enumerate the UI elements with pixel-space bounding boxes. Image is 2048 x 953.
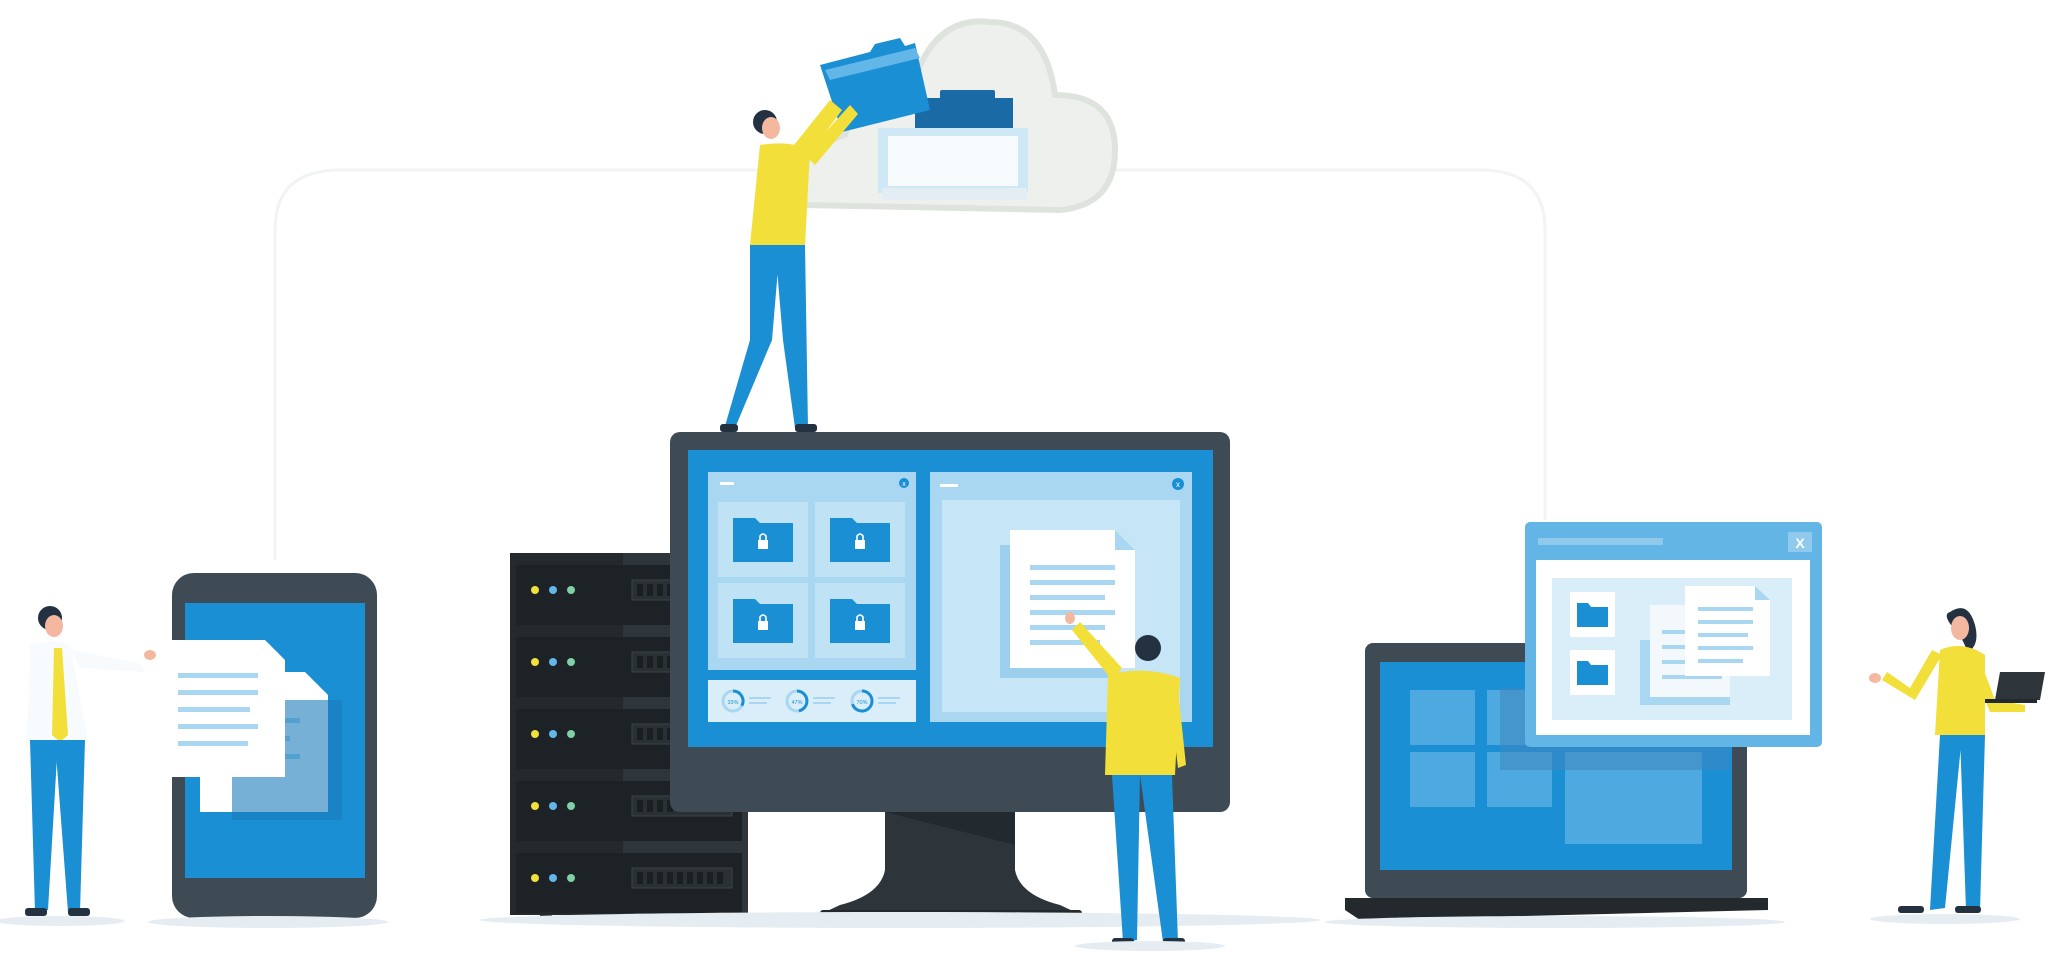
lock-icon (758, 533, 768, 549)
gauge-value: 70% (856, 700, 867, 706)
person-left (25, 606, 156, 916)
shadow (480, 912, 1320, 928)
folder-icon (733, 599, 793, 643)
file-browser-window: x (708, 472, 916, 670)
person-top (720, 100, 858, 432)
lock-icon (855, 533, 865, 549)
progress-gauge: 70% (850, 689, 900, 713)
svg-text:x: x (902, 481, 906, 488)
document-icon (165, 640, 285, 777)
document-icon (1010, 530, 1135, 668)
shadow (1870, 914, 2020, 924)
phone (165, 573, 377, 918)
floating-file-window: X (1500, 522, 1822, 770)
gauge-bar: 33% 47% 70% (708, 680, 916, 722)
shadow (148, 916, 388, 928)
server-unit (516, 853, 742, 913)
gauge-value: 33% (727, 700, 738, 706)
person-right (1869, 608, 2045, 913)
close-icon: X (1788, 532, 1812, 552)
folder-icon (830, 599, 890, 643)
lock-icon (855, 614, 865, 630)
folder-icon (830, 518, 890, 562)
folder-icon (1577, 603, 1608, 627)
svg-text:x: x (1176, 480, 1180, 489)
gauge-value: 47% (791, 700, 802, 706)
folder-icon (733, 518, 793, 562)
shadow (1075, 941, 1225, 951)
lock-icon (758, 614, 768, 630)
folder-icon (1577, 661, 1608, 685)
storage-box (878, 90, 1028, 200)
close-icon: x (899, 478, 909, 488)
connection-outline (273, 168, 1547, 560)
svg-text:X: X (1795, 535, 1805, 551)
progress-gauge: 47% (785, 689, 835, 713)
progress-gauge: 33% (721, 689, 771, 713)
monitor: x 33% 47% 70% x (670, 432, 1230, 918)
document-icon (1685, 586, 1770, 676)
shadow (1325, 916, 1785, 928)
close-icon: x (1172, 478, 1184, 490)
shadow (0, 916, 125, 926)
